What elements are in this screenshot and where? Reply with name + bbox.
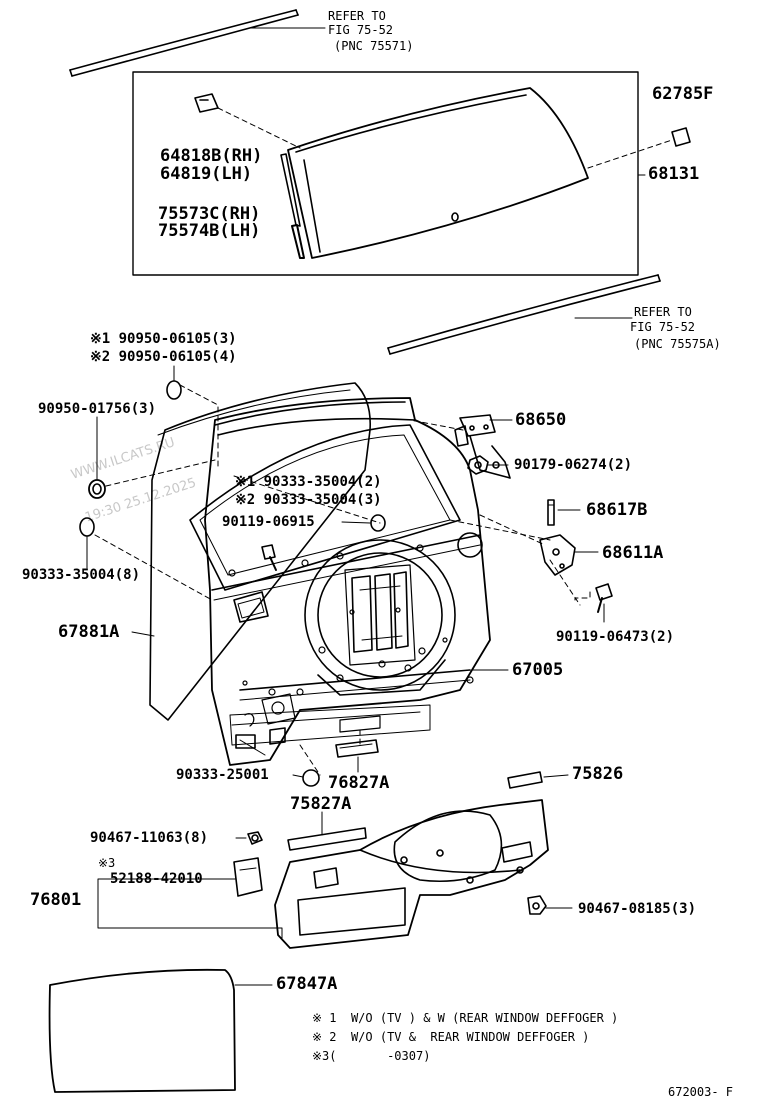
hinge-68650 (454, 414, 511, 479)
clip-90467-08185 (527, 895, 547, 915)
back-door-glass (287, 87, 589, 259)
label-refer-mid-3: (PNC 75575A) (634, 337, 721, 351)
label-90179: 90179-06274(2) (514, 457, 633, 473)
label-90333-35004-2: ※2 90333-35004(3) (235, 492, 382, 508)
label-90119-06915: 90119-06915 (222, 514, 315, 530)
hinge-68611A (539, 534, 576, 576)
panel-latch (244, 693, 381, 733)
label-64819: 64819(LH) (160, 164, 253, 184)
label-52188: 52188-42010 (110, 871, 203, 887)
grommet-90950-01756 (88, 479, 106, 499)
label-76827A: 76827A (328, 773, 390, 793)
emblem-76827A (335, 739, 379, 758)
label-62785F: 62785F (652, 84, 714, 104)
label-refer-top-2: FIG 75-52 (328, 23, 394, 37)
leader-75826 (543, 774, 569, 778)
bolt-90119-06915 (261, 544, 277, 571)
label-90467-08185: 90467-08185(3) (578, 901, 697, 917)
leader-67881A (131, 631, 155, 637)
note-3: ※3( -0307) (312, 1049, 431, 1063)
label-64818B: 64818B(RH) (160, 146, 263, 166)
label-refer-mid-1: REFER TO (634, 305, 692, 319)
label-90119-06473: 90119-06473(2) (556, 629, 675, 645)
note-2: ※ 2 W/O (TV & REAR WINDOW DEFFOGER ) (312, 1030, 590, 1044)
label-90467-11063: 90467-11063(8) (90, 830, 209, 846)
panel-holes (228, 544, 474, 696)
glass-assembly-box (132, 71, 639, 276)
label-refer-mid-2: FIG 75-52 (630, 320, 696, 334)
upper-moulding (69, 9, 299, 77)
bracket-52188 (233, 857, 263, 897)
label-68617B: 68617B (586, 500, 648, 520)
label-67005: 67005 (512, 660, 564, 680)
clip-62785F (671, 127, 691, 147)
bolt-90119-06473 (595, 583, 613, 613)
plug-90333-25001 (302, 769, 320, 787)
leader-76801 (97, 878, 283, 939)
label-75826: 75826 (572, 764, 624, 784)
label-90950-06105-2: ※2 90950-06105(4) (90, 349, 237, 365)
leader-90119-06915 (341, 521, 371, 524)
label-67881A: 67881A (58, 622, 120, 642)
nut-90179-06274 (467, 455, 489, 475)
trim-board-76801 (274, 799, 549, 949)
sheet-67847A (48, 968, 236, 1093)
label-75574B: 75574B(LH) (158, 221, 261, 241)
spare-carrier-center (344, 564, 416, 666)
note-1: ※ 1 W/O (TV ) & W (REAR WINDOW DEFFOGER … (312, 1011, 619, 1025)
label-90333-35004-8: 90333-35004(8) (22, 567, 141, 583)
label-note3-mark: ※3 (98, 856, 116, 870)
dash-glass-stopper (217, 107, 301, 149)
label-90950-01756: 90950-01756(3) (38, 401, 157, 417)
label-75573C: 75573C(RH) (158, 204, 261, 224)
plug-90333-35004-window (370, 514, 386, 532)
emblem-75827A (287, 827, 367, 851)
glass-spacer-rh (280, 153, 301, 227)
label-90950-06105-1: ※1 90950-06105(3) (90, 331, 237, 347)
back-door-panel (189, 397, 491, 766)
lower-moulding (387, 274, 661, 355)
label-90333-35004-1: ※1 90333-35004(2) (235, 474, 382, 490)
pin-68617B (547, 499, 555, 526)
glass-spacer-lh (291, 224, 305, 259)
plug-90333-35004-8 (79, 517, 95, 537)
label-90333-25001: 90333-25001 (176, 767, 269, 783)
plug-90950-06105 (166, 380, 182, 400)
glass-stopper (194, 93, 219, 113)
clip-90467-11063 (247, 831, 263, 845)
emblem-75826 (507, 771, 543, 789)
figure-code: 672003- F (668, 1085, 734, 1099)
label-67847A: 67847A (276, 974, 338, 994)
label-68131: 68131 (648, 164, 700, 184)
label-76801: 76801 (30, 890, 82, 910)
label-refer-top-1: REFER TO (328, 9, 386, 23)
leader-90333-25001 (292, 774, 304, 778)
label-refer-top-3: (PNC 75571) (334, 39, 414, 53)
weatherstrip (149, 382, 372, 721)
dash-68131 (587, 139, 673, 169)
label-68650: 68650 (515, 410, 567, 430)
dashed-leaders (94, 384, 591, 776)
label-68611A: 68611A (602, 543, 664, 563)
label-75827A: 75827A (290, 794, 352, 814)
